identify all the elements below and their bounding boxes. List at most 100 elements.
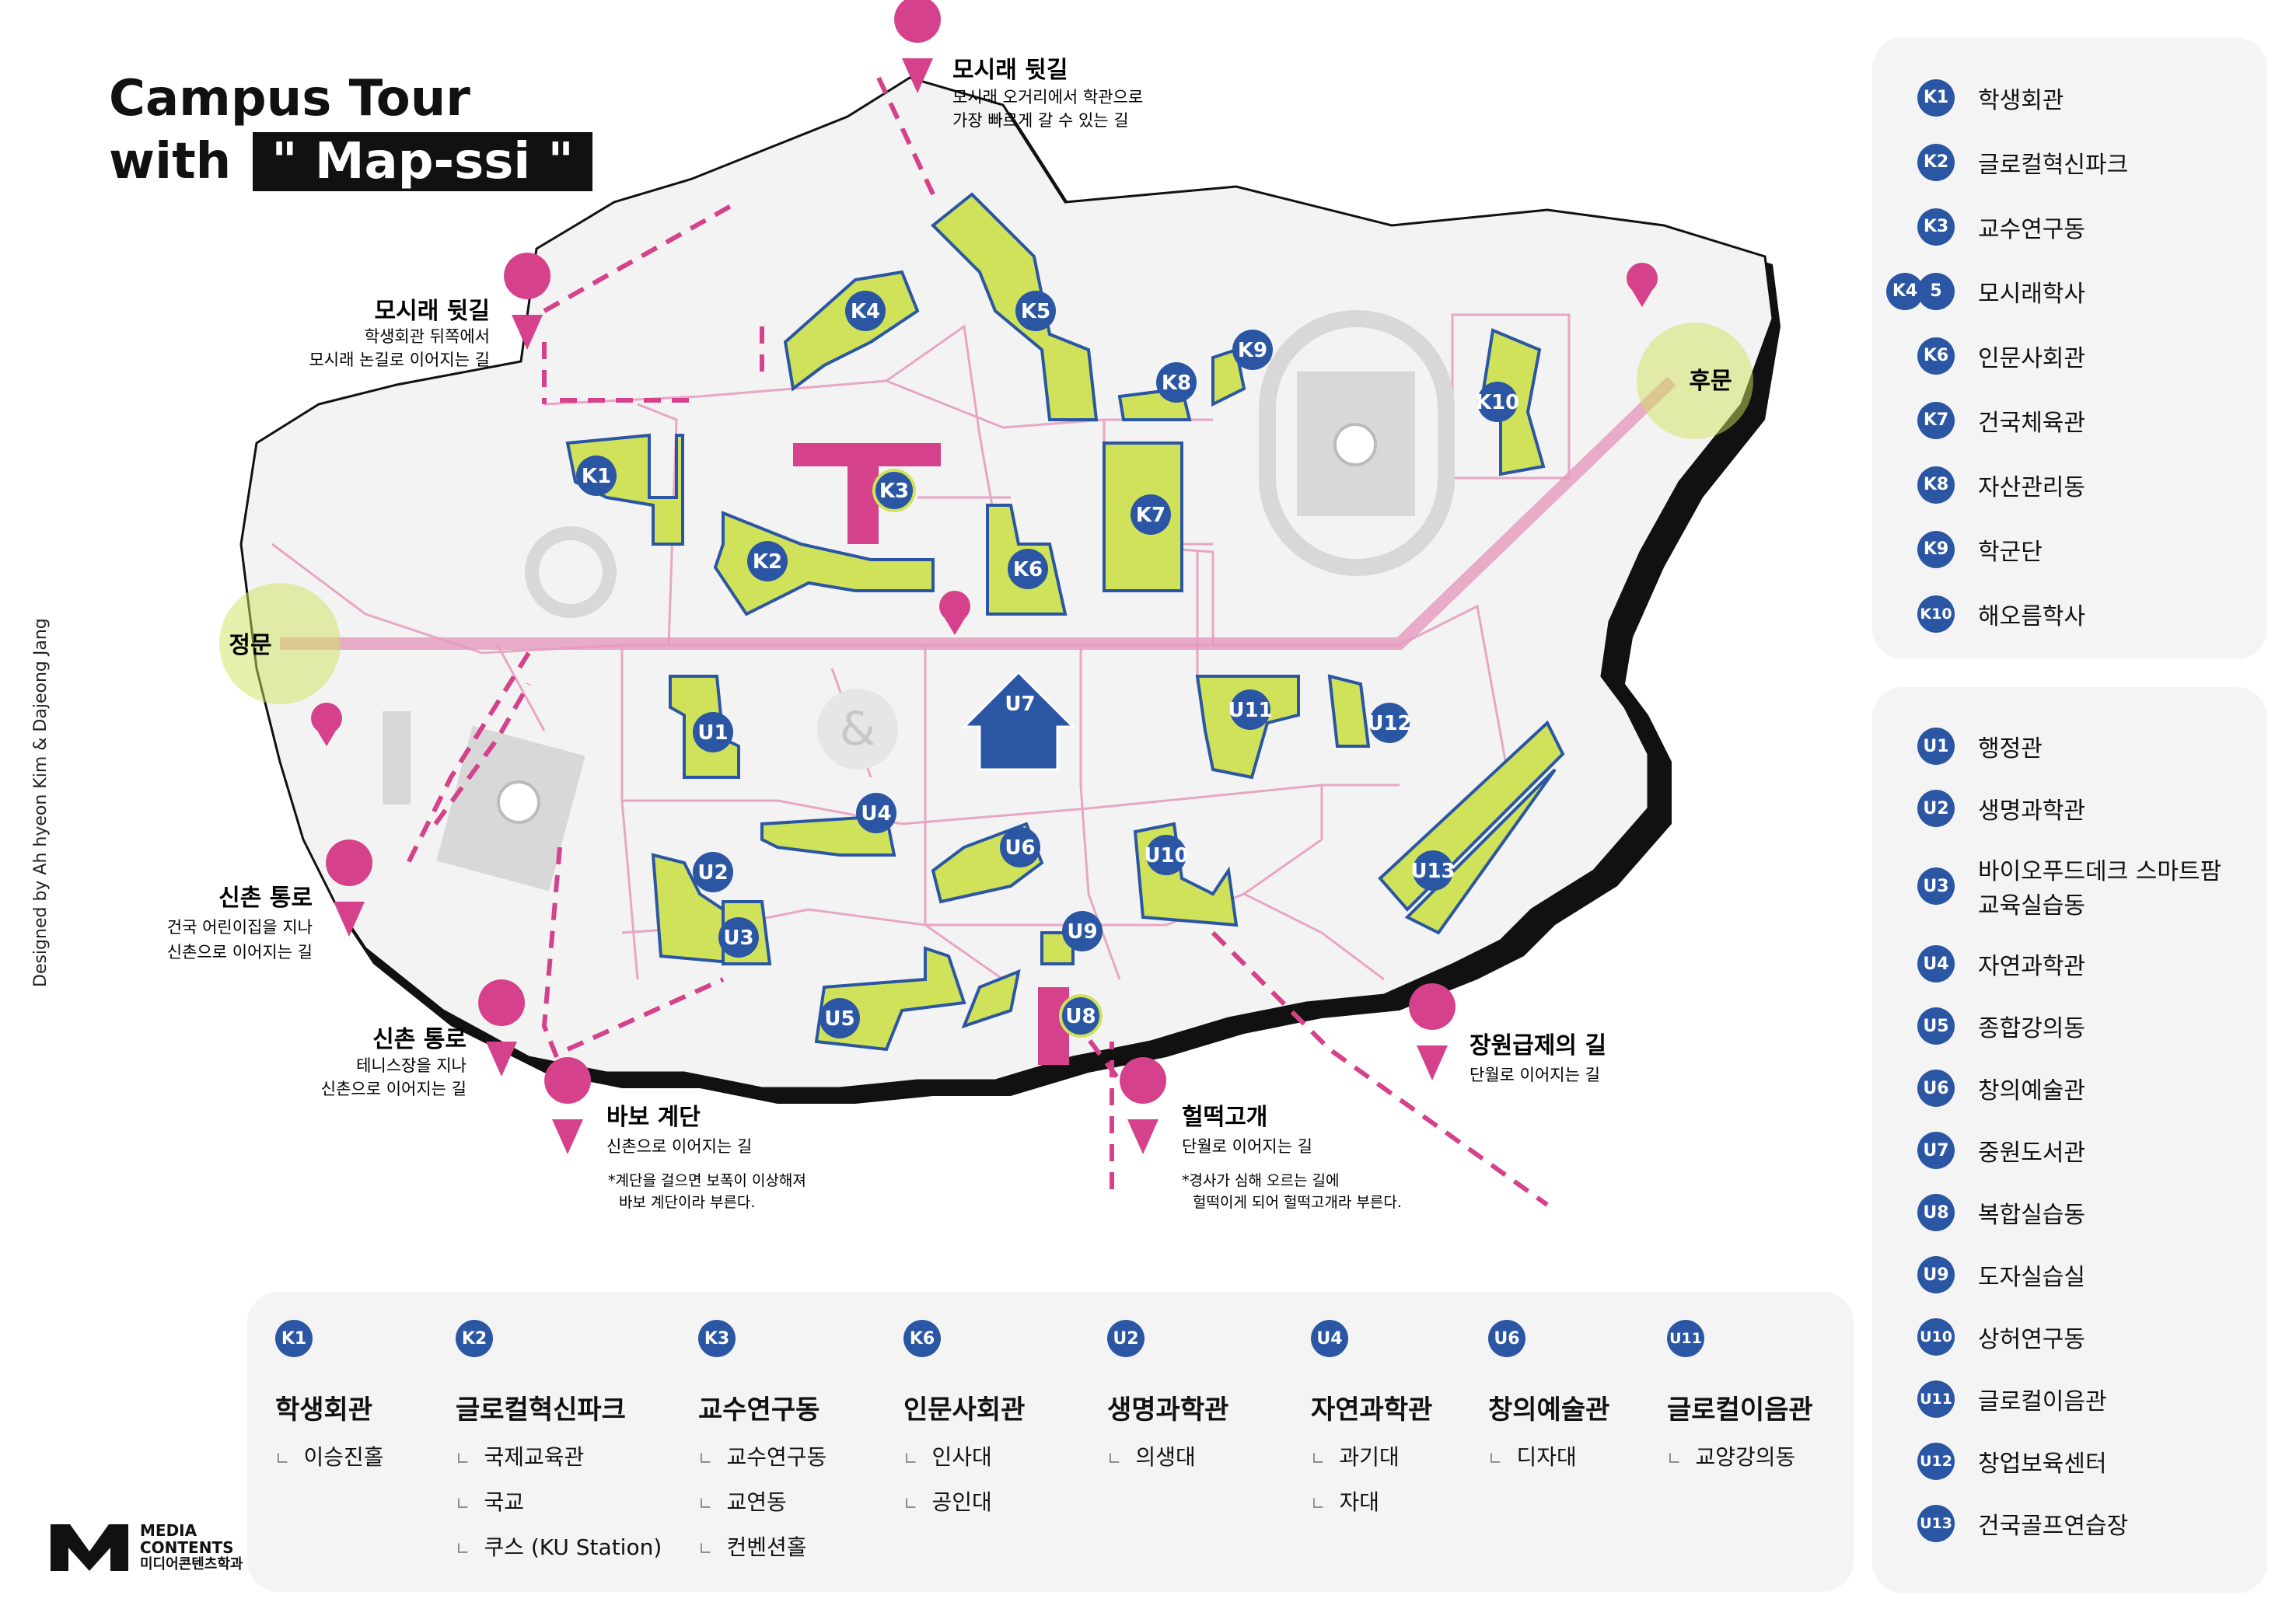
- node-u9: [1062, 911, 1103, 951]
- legend-badge: U10: [1917, 1318, 1955, 1356]
- bottom-sub: ∟의생대: [1107, 1444, 1196, 1470]
- bottom-name: 글로컬혁신파크: [456, 1394, 626, 1426]
- sub-arrow-icon: ∟: [1311, 1495, 1326, 1514]
- node-label-k9: K9: [1238, 339, 1267, 362]
- node-label-k8: K8: [1162, 372, 1191, 395]
- legend-label: 자산관리동: [1978, 473, 2085, 501]
- node-label-u12: U12: [1367, 712, 1411, 735]
- legend-label: 복합실습동: [1978, 1202, 2085, 1229]
- sub-arrow-icon: ∟: [1107, 1450, 1122, 1469]
- bottom-sub: ∟인사대: [903, 1444, 992, 1470]
- legend-badge: U5: [1917, 1007, 1955, 1045]
- title-line1: Campus Tour: [109, 70, 470, 127]
- legend-label: 창의예술관: [1978, 1077, 2085, 1105]
- node-label-k5: K5: [1021, 300, 1050, 323]
- svg-text:*경사가 심해 오르는 길에: *경사가 심해 오르는 길에: [1182, 1172, 1339, 1189]
- legend-badge: U9: [1917, 1256, 1955, 1293]
- legend-label: 중원도서관: [1978, 1140, 2085, 1167]
- node-label-u3: U3: [723, 927, 753, 950]
- note-pins: [326, 0, 1456, 1154]
- legend-label: 모시래학사: [1978, 280, 2085, 308]
- node-k4: [845, 291, 886, 331]
- legend-badge: K2: [1917, 143, 1955, 181]
- node-label-k3: K3: [879, 480, 909, 503]
- node-k5: [1015, 291, 1056, 331]
- legend-badge-2: 5: [1917, 272, 1955, 310]
- node-label-u1: U1: [697, 721, 728, 745]
- bottom-badge: K2: [456, 1320, 493, 1357]
- legend-label: 교수연구동: [1978, 215, 2085, 243]
- node-u3: [718, 917, 759, 958]
- svg-text:장원급제의 길: 장원급제의 길: [1470, 1032, 1606, 1059]
- legend-label: 행정관: [1978, 735, 2043, 763]
- node-u6: [1000, 827, 1040, 867]
- stadium: [1259, 310, 1455, 576]
- node-label-k4: K4: [851, 300, 880, 323]
- bottom-badge: U2: [1107, 1320, 1145, 1357]
- legend-label: 해오름학사: [1978, 602, 2085, 630]
- sub-arrow-icon: ∟: [456, 1450, 470, 1469]
- node-label-u4: U4: [861, 802, 891, 825]
- svg-text:헐떡이게 되어 헐떡고개라 부른다.: 헐떡이게 되어 헐떡고개라 부른다.: [1193, 1194, 1402, 1211]
- sub-arrow-icon: ∟: [698, 1495, 713, 1514]
- node-u1: [693, 712, 733, 752]
- legend-badge: K9: [1917, 530, 1955, 568]
- node-label-u11: U11: [1228, 699, 1272, 722]
- legend-label: 상허연구동: [1978, 1326, 2085, 1353]
- legend-badge: U1: [1917, 728, 1955, 765]
- node-u4: [856, 793, 896, 833]
- legend-badge: U8: [1917, 1194, 1955, 1231]
- main-road: [280, 376, 1676, 650]
- logo-line2: CONTENTS: [140, 1538, 234, 1557]
- legend-badge: K1: [1917, 79, 1955, 117]
- node-k9: [1232, 330, 1273, 370]
- node-label-u6: U6: [1005, 836, 1035, 860]
- bottom-sub: ∟공인대: [903, 1489, 992, 1515]
- node-label-k1: K1: [582, 465, 611, 488]
- node-label-k2: K2: [753, 550, 782, 574]
- legend-badge: U13: [1917, 1505, 1955, 1542]
- k3-building: [793, 443, 941, 544]
- main-gate-circle: [219, 583, 341, 704]
- legend-badge: K3: [1917, 208, 1955, 246]
- node-label-u13: U13: [1410, 860, 1455, 883]
- sub-arrow-icon: ∟: [698, 1450, 713, 1469]
- title-tag: " Map-ssi ": [253, 132, 592, 191]
- svg-text:모시래 뒷길: 모시래 뒷길: [375, 298, 490, 325]
- bottom-sub: ∟디자대: [1488, 1444, 1577, 1470]
- legend-label: 학생회관: [1978, 86, 2064, 114]
- sub-arrow-icon: ∟: [456, 1495, 470, 1514]
- node-u11: [1230, 689, 1270, 730]
- node-u10: [1146, 835, 1186, 875]
- svg-text:테니스장을 지나: 테니스장을 지나: [356, 1056, 467, 1075]
- sub-arrow-icon: ∟: [1488, 1450, 1503, 1469]
- legend-label: 종합강의동: [1978, 1015, 2085, 1042]
- legend-label: 창업보육센터: [1978, 1450, 2107, 1478]
- bottom-name: 학생회관: [275, 1394, 373, 1426]
- u7-library-icon: [961, 670, 1076, 771]
- sub-arrow-icon: ∟: [456, 1540, 470, 1559]
- bottom-name: 자연과학관: [1311, 1394, 1433, 1426]
- sub-arrow-icon: ∟: [903, 1495, 918, 1514]
- dept-logo: MEDIA CONTENTS 미디어콘텐츠학과: [47, 1520, 243, 1575]
- svg-text:모시래 논길로 이어지는 길: 모시래 논길로 이어지는 길: [309, 351, 490, 369]
- logo-line3: 미디어콘텐츠학과: [140, 1556, 243, 1572]
- svg-text:신촌 통로: 신촌 통로: [372, 1026, 467, 1053]
- legend-k-item-k1: K1 학생회관: [1917, 65, 2128, 130]
